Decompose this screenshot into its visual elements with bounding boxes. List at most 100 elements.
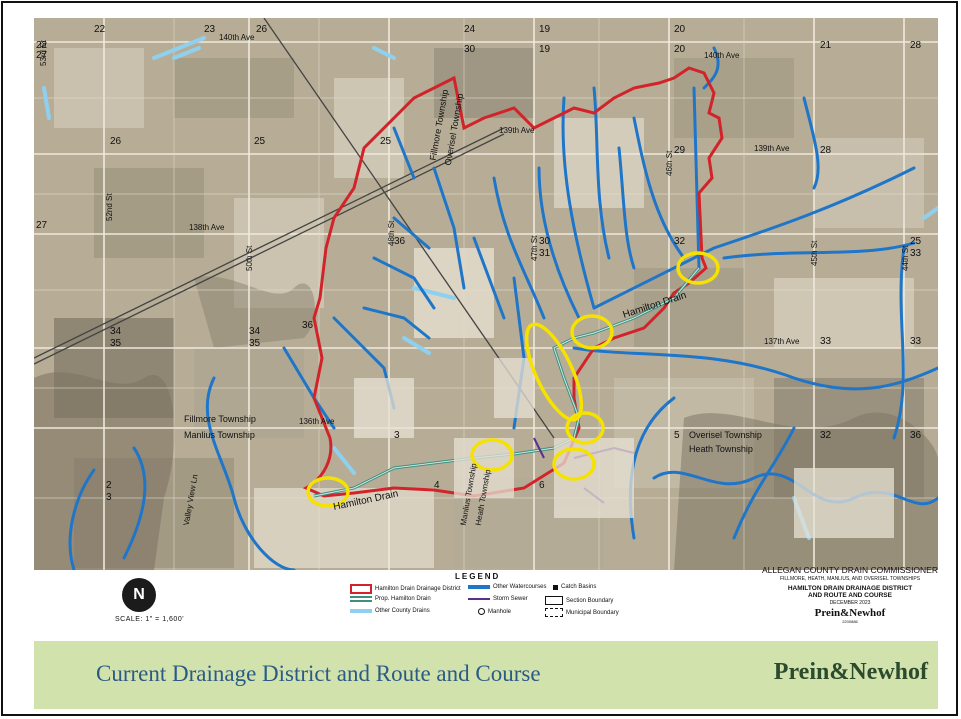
section-number: 35 [249,338,261,349]
problem-area-highlights [306,251,720,508]
township-label-fillmore-west: Fillmore Township [184,414,256,424]
map-canvas: 140th Ave 140th Ave 139th Ave 139th Ave … [34,18,938,570]
section-number: 19 [539,24,551,35]
section-number: 5 [674,430,680,441]
project-number: 2200886 [842,619,858,624]
scale-label: SCALE: 1" = 1,600' [115,616,185,623]
highlight-7 [676,251,720,285]
footer-banner: Current Drainage District and Route and … [34,641,938,709]
section-number: 33 [910,336,922,347]
legend-item-district: Hamilton Drain Drainage District [350,584,461,594]
township-label-manlius-west: Manlius Township [184,430,255,440]
road-label-139th-east: 139th Ave [754,144,790,153]
firm-logo-small: Prein&Newhof [814,607,886,619]
road-label-44th: 44th St [901,245,910,271]
square-dot-icon [553,584,558,590]
road-label-45th: 45th St [810,240,819,266]
section-number: 26 [256,24,268,35]
section-number: 30 [464,44,476,55]
road-label-52nd: 52nd St [105,193,114,221]
township-label-overisel-east: Overisel Township [689,430,762,440]
legend-label: Section Boundary [566,597,614,604]
section-number: 20 [674,44,686,55]
section-number: 27 [36,220,48,231]
legend-label: Manhole [488,608,512,615]
road-label-137th: 137th Ave [764,337,800,346]
highlight-1 [306,476,350,508]
section-number: 21 [820,40,832,51]
highlight-5 [524,322,584,422]
road-label-46th: 46th St [665,150,674,176]
legend-item-catch-basins: Catch Basins [553,584,596,590]
purple-arrow-icon [468,598,490,600]
road-grid [34,18,938,570]
township-label-heath-east: Heath Township [689,444,753,454]
legend-label: Prop. Hamilton Drain [375,596,431,602]
section-number: 22 [94,24,106,35]
circle-icon [478,608,485,615]
section-number: 22 [36,40,48,51]
section-number: 33 [820,336,832,347]
legend-item-municipal-boundary: Municipal Boundary [545,608,619,617]
highlight-6 [570,314,614,350]
section-number: 33 [910,248,922,259]
section-number: 20 [674,24,686,35]
section-number: 23 [204,24,216,35]
other-watercourses [68,46,938,570]
section-number: 35 [110,338,122,349]
section-number: 24 [464,24,476,35]
north-arrow-glyph: N [133,586,145,603]
red-box-icon [350,584,372,594]
road-label-47th: 47th St [530,235,539,261]
commissioner-name: ALLEGAN COUNTY DRAIN COMMISSIONER [761,565,938,575]
legend-label: Hamilton Drain Drainage District [375,586,461,592]
legend-title: LEGEND [455,572,501,581]
firm-logo: Prein&Newhof [773,659,928,685]
legend-label: Municipal Boundary [566,609,619,616]
section-number: 36 [302,320,314,331]
section-number: 34 [110,326,122,337]
district-title: HAMILTON DRAIN DRAINAGE DISTRICT [787,585,913,592]
section-number: 28 [820,145,832,156]
section-number: 28 [910,40,922,51]
section-number: 25 [380,136,392,147]
box-icon [545,596,563,605]
road-label-140th-east: 140th Ave [704,51,740,60]
legend-item-watercourses: Other Watercourses [468,584,546,590]
section-number: 31 [539,248,551,259]
section-number: 32 [820,430,832,441]
section-number: 29 [674,145,686,156]
dashed-box-icon [545,608,563,617]
route-title: AND ROUTE AND COURSE [808,592,892,599]
section-number: 27 [36,50,48,61]
aerial-map: 140th Ave 140th Ave 139th Ave 139th Ave … [34,18,938,570]
legend-label: Storm Sewer [493,596,528,602]
section-number: 19 [539,44,551,55]
north-arrow-icon: N [122,578,156,612]
legend-item-county-drains: Other County Drains [350,608,430,614]
legend-item-section-boundary: Section Boundary [545,596,613,605]
section-number: 25 [254,136,266,147]
section-number: 4 [434,480,440,491]
legend-item-manhole: Manhole [478,608,511,615]
legend-label: Other Watercourses [493,584,547,590]
light-blue-line-icon [350,609,372,613]
section-number: 26 [110,136,122,147]
road-label-138th: 138th Ave [189,223,225,232]
legend-item-prop-drain: Prop. Hamilton Drain [350,596,431,602]
section-number: 25 [910,236,922,247]
road-label-48th: 48th St [387,220,396,246]
legend-item-storm-sewer: Storm Sewer [468,596,528,602]
title-block: ALLEGAN COUNTY DRAIN COMMISSIONER FILLMO… [760,565,940,624]
highlight-3 [552,447,596,481]
road-label-53rd: 53rd St [39,39,48,66]
section-number: 32 [674,236,686,247]
road-label-139th: 139th Ave [499,126,535,135]
section-number: 3 [394,430,400,441]
road-label-50th: 50th St [245,245,254,271]
drainage-district-boundary [302,66,724,498]
road-label-140th: 140th Ave [219,33,255,42]
highlight-2 [470,438,514,472]
section-number: 36 [910,430,922,441]
blue-line-icon [468,585,490,589]
